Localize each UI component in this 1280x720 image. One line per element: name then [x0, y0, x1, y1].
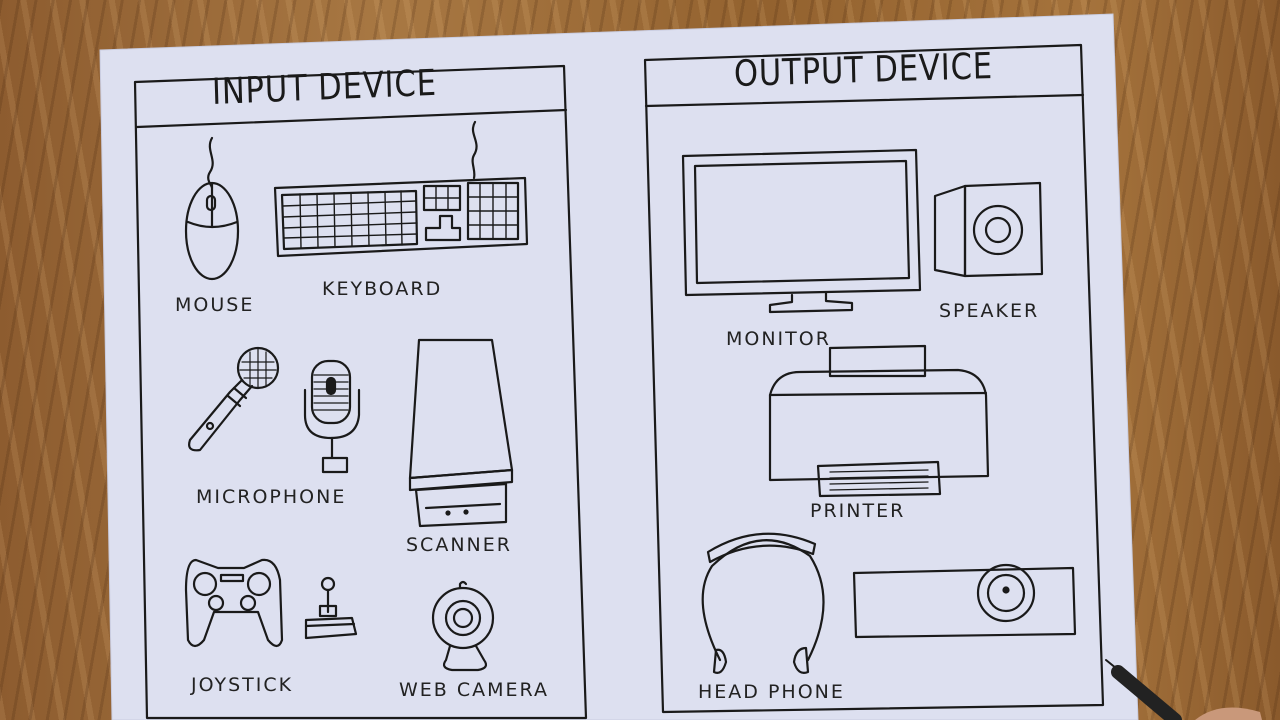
game-controller-icon [184, 558, 284, 648]
microphone-label: MICROPHONE [196, 486, 347, 508]
mouse-icon [184, 136, 240, 281]
web-camera-icon [431, 580, 495, 672]
output-device-title: OUTPUT DEVICE [733, 46, 994, 95]
printer-label: PRINTER [810, 500, 906, 522]
keyboard-label: KEYBOARD [322, 278, 443, 300]
output-panel-frame [643, 43, 1105, 714]
speaker-label: SPEAKER [939, 300, 1040, 322]
keyboard-icon [273, 120, 529, 258]
web-camera-label: WEB CAMERA [399, 679, 549, 701]
scanner-label: SCANNER [406, 534, 512, 556]
monitor-label: MONITOR [726, 328, 831, 350]
monitor-icon [681, 148, 922, 314]
joystick-icon [304, 576, 358, 640]
headphone-icon [701, 532, 825, 674]
desk-microphone-icon [303, 359, 361, 474]
scanner-icon [408, 338, 514, 528]
mouse-label: MOUSE [175, 294, 255, 316]
input-panel-frame [133, 64, 588, 720]
handheld-microphone-icon [188, 346, 280, 452]
joystick-label: JOYSTICK [191, 674, 294, 696]
pen-icon [1105, 659, 1182, 720]
projector-icon [852, 563, 1077, 639]
speaker-icon [933, 181, 1044, 278]
head-phone-label: HEAD PHONE [698, 681, 845, 703]
printer-icon [768, 344, 990, 498]
